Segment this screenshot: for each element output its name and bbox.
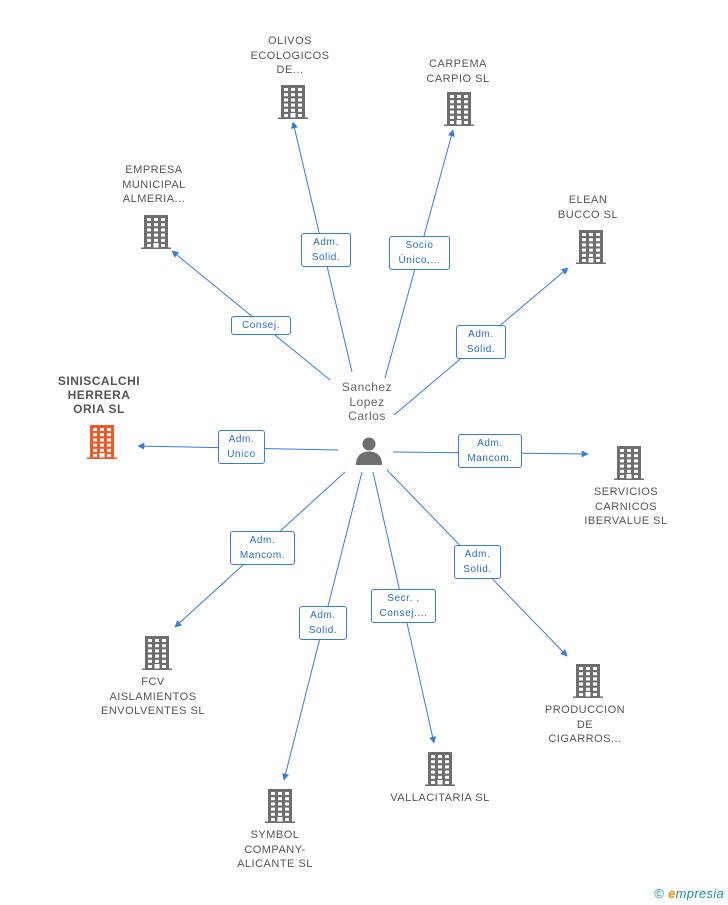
relation-badge-produccion[interactable]: Adm.Solid. [454, 545, 501, 579]
building-icon[interactable] [87, 425, 117, 459]
building-icon[interactable] [444, 92, 474, 126]
edge-empresa [171, 250, 331, 381]
relation-badge-symbol[interactable]: Adm.Solid. [299, 606, 347, 640]
brand-logo: ©empresia [654, 886, 724, 901]
relation-badge-vallacitaria[interactable]: Secr. ,Consej.... [371, 589, 436, 623]
building-icon[interactable] [573, 664, 603, 698]
relation-badge-empresa[interactable]: Consej. [231, 316, 291, 335]
relation-badge-siniscalchi[interactable]: Adm.Unico [218, 430, 265, 464]
building-icon[interactable] [576, 230, 606, 264]
relation-badge-fcv[interactable]: Adm.Mancom. [230, 531, 295, 565]
company-name-vallacitaria[interactable]: VALLACITARIA SL [390, 792, 490, 804]
copyright-icon: © [654, 886, 665, 901]
relation-badge-servicios[interactable]: Adm.Mancom. [458, 434, 522, 468]
building-icon[interactable] [425, 752, 455, 786]
relation-badge-elean[interactable]: Adm.Solid. [456, 325, 506, 359]
relation-badge-olivos[interactable]: Adm.Solid. [301, 233, 351, 267]
building-icon[interactable] [141, 215, 171, 249]
person-name[interactable]: Sanchez Lopez Carlos [341, 380, 393, 423]
building-icon[interactable] [614, 446, 644, 480]
building-icon[interactable] [142, 636, 172, 670]
building-icon[interactable] [278, 85, 308, 119]
building-icon[interactable] [265, 789, 295, 823]
person-icon[interactable] [354, 435, 384, 465]
